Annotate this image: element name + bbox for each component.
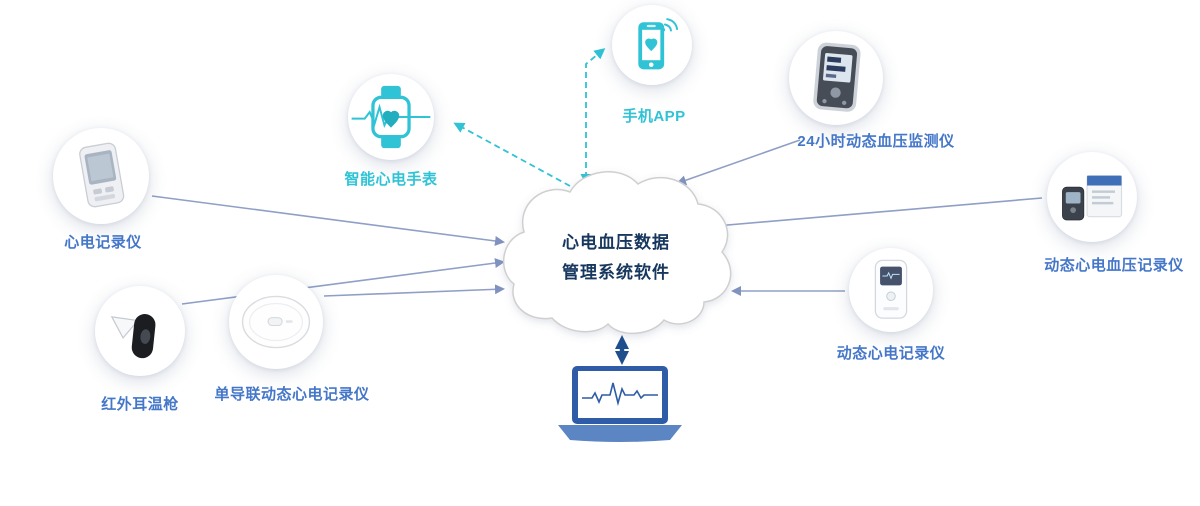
bp-recorder-kit-icon [1062,175,1123,221]
bp-monitor-icon [813,42,861,112]
arrow-telemetry-to-cloud [151,195,505,246]
node-smart-watch [348,74,434,160]
node-mobile-app [612,5,692,85]
laptop-ecg-icon [558,366,682,442]
label-ecg-patch: 单导联动态心电记录仪 [214,386,370,403]
node-bp-recorder [1047,152,1137,242]
cloud-title-line2: 管理系统软件 [562,262,670,282]
arrow-cloud-to-watch [453,122,571,187]
label-holter: 动态心电记录仪 [836,345,946,362]
label-mobile-app: 手机APP [622,108,686,125]
label-bp-recorder: 动态心电血压记录仪 [1044,257,1184,274]
label-ear-thermometer: 红外耳温枪 [101,396,179,413]
holter-recorder-icon [874,259,908,319]
label-abpm: 24小时动态血压监测仪 [797,133,955,150]
node-ear-thermometer [95,286,185,376]
arrow-ear-to-cloud [181,258,505,305]
node-holter [849,248,933,332]
node-abpm [789,31,883,125]
arrow-bp-recorder-to-cloud [714,197,1043,231]
cloud-title-line1: 心电血压数据 [562,233,670,252]
ear-thermometer-icon [110,314,156,359]
arrow-cloud-to-phone [580,48,606,185]
smartwatch-ecg-icon [351,85,431,149]
cloud-title: 心电血压数据 管理系统软件 [562,228,670,288]
telemetry-recorder-icon [79,142,125,208]
node-ecg-patch [229,275,323,369]
arrow-abpm-to-cloud [676,139,801,186]
ecg-patch-icon [241,295,311,349]
arrow-patch-to-cloud [323,284,505,297]
node-telemetry [53,128,149,224]
smartphone-heart-icon [638,18,679,70]
label-smart-watch: 智能心电手表 [344,171,438,188]
label-telemetry: 心电记录仪 [64,234,142,251]
cloud-shape [502,171,732,335]
